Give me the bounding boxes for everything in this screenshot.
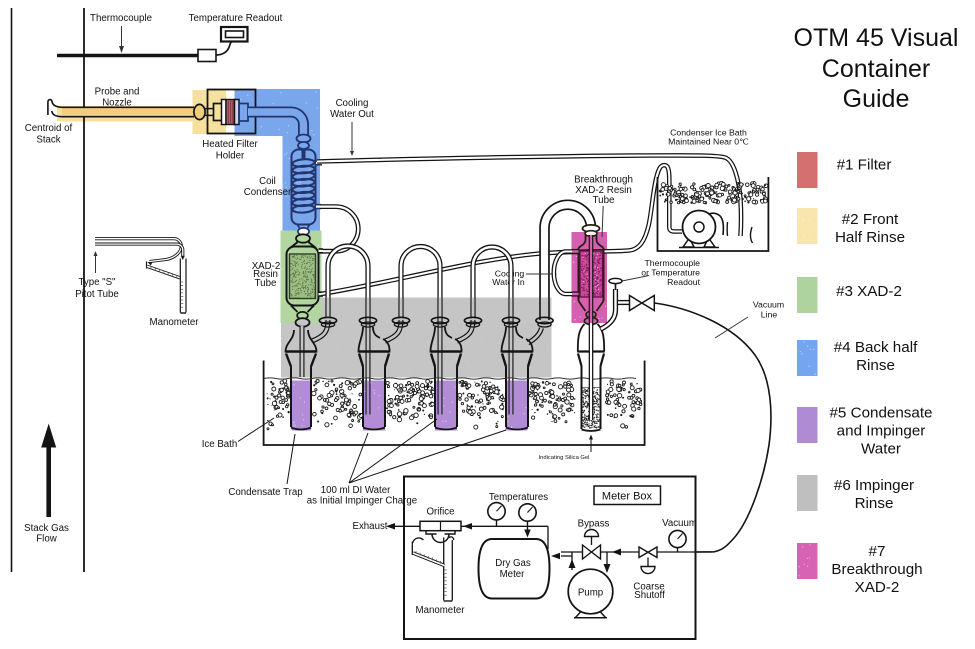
svg-text:OTM 45 Visual: OTM 45 Visual (794, 24, 959, 52)
svg-text:Pitot Tube: Pitot Tube (75, 289, 119, 300)
svg-text:Condensate Trap: Condensate Trap (228, 487, 302, 498)
svg-text:#4 Back half: #4 Back half (834, 339, 918, 356)
svg-text:Bypass: Bypass (578, 519, 610, 530)
svg-text:Heated Filter: Heated Filter (202, 139, 258, 150)
svg-text:Temperature Readout: Temperature Readout (189, 13, 283, 24)
svg-text:Container: Container (822, 55, 930, 83)
svg-text:Temperatures: Temperatures (489, 492, 548, 503)
svg-text:Dry Gas: Dry Gas (495, 558, 531, 569)
svg-text:Resin: Resin (253, 269, 278, 280)
svg-text:Stack Gas: Stack Gas (24, 523, 69, 534)
svg-text:Water: Water (861, 441, 901, 458)
svg-text:or Temperature: or Temperature (641, 268, 700, 278)
svg-text:100 ml DI Water: 100 ml DI Water (321, 485, 391, 496)
svg-text:Thermocouple: Thermocouple (644, 258, 700, 268)
svg-text:XAD-2: XAD-2 (252, 261, 281, 272)
svg-text:Tube: Tube (593, 195, 616, 206)
svg-text:Coarse: Coarse (633, 582, 664, 593)
svg-text:Type "S": Type "S" (78, 277, 116, 288)
svg-text:Cooling: Cooling (336, 98, 369, 109)
svg-text:Thermocouple: Thermocouple (90, 13, 152, 24)
svg-text:XAD-2 Resin: XAD-2 Resin (575, 185, 632, 196)
svg-text:Rinse: Rinse (856, 357, 895, 374)
svg-text:Holder: Holder (216, 151, 245, 162)
svg-text:Pump: Pump (578, 588, 603, 599)
svg-text:Readout: Readout (667, 277, 700, 287)
svg-text:Water Out: Water Out (330, 109, 374, 120)
svg-text:Exhaust: Exhaust (352, 521, 387, 532)
svg-text:Manometer: Manometer (150, 317, 200, 328)
svg-text:Centroid of: Centroid of (25, 123, 73, 134)
svg-text:Vacuum: Vacuum (662, 518, 697, 529)
svg-text:Flow: Flow (36, 534, 57, 545)
svg-text:Breakthrough: Breakthrough (831, 561, 922, 578)
svg-text:#7: #7 (869, 543, 886, 560)
svg-text:and Impinger: and Impinger (837, 423, 926, 440)
svg-text:Rinse: Rinse (855, 495, 894, 512)
svg-text:Ice Bath: Ice Bath (202, 439, 238, 450)
svg-text:#6 Impinger: #6 Impinger (834, 477, 914, 494)
svg-text:Nozzle: Nozzle (102, 98, 132, 109)
svg-text:Condenser Ice Bath: Condenser Ice Bath (670, 128, 747, 138)
svg-text:Line: Line (761, 310, 778, 320)
svg-text:Meter Box: Meter Box (602, 491, 653, 503)
svg-text:Tube: Tube (255, 278, 277, 289)
svg-text:#3 XAD-2: #3 XAD-2 (836, 283, 902, 300)
svg-text:Meter: Meter (500, 569, 526, 580)
svg-text:Manometer: Manometer (416, 605, 466, 616)
svg-text:Shutoff: Shutoff (634, 590, 665, 601)
svg-text:as Initial Impinger Charge: as Initial Impinger Charge (307, 496, 417, 507)
svg-text:#1 Filter: #1 Filter (837, 157, 892, 174)
svg-text:Vacuum: Vacuum (753, 300, 784, 310)
svg-text:Stack: Stack (36, 135, 60, 146)
svg-text:Coil: Coil (259, 176, 276, 187)
svg-text:Half Rinse: Half Rinse (835, 229, 905, 246)
svg-text:#2 Front: #2 Front (842, 211, 899, 228)
svg-text:Orifice: Orifice (427, 507, 455, 518)
svg-text:Condenser: Condenser (244, 187, 292, 198)
svg-text:#5 Condensate: #5 Condensate (829, 405, 932, 422)
svg-text:Indicating Silica Gel: Indicating Silica Gel (539, 455, 590, 461)
svg-text:XAD-2: XAD-2 (855, 579, 900, 596)
svg-text:Probe and: Probe and (95, 87, 140, 98)
svg-text:Guide: Guide (843, 85, 910, 113)
svg-text:Breakthrough: Breakthrough (574, 175, 633, 186)
svg-text:Maintained Near 0℃: Maintained Near 0℃ (668, 137, 749, 147)
